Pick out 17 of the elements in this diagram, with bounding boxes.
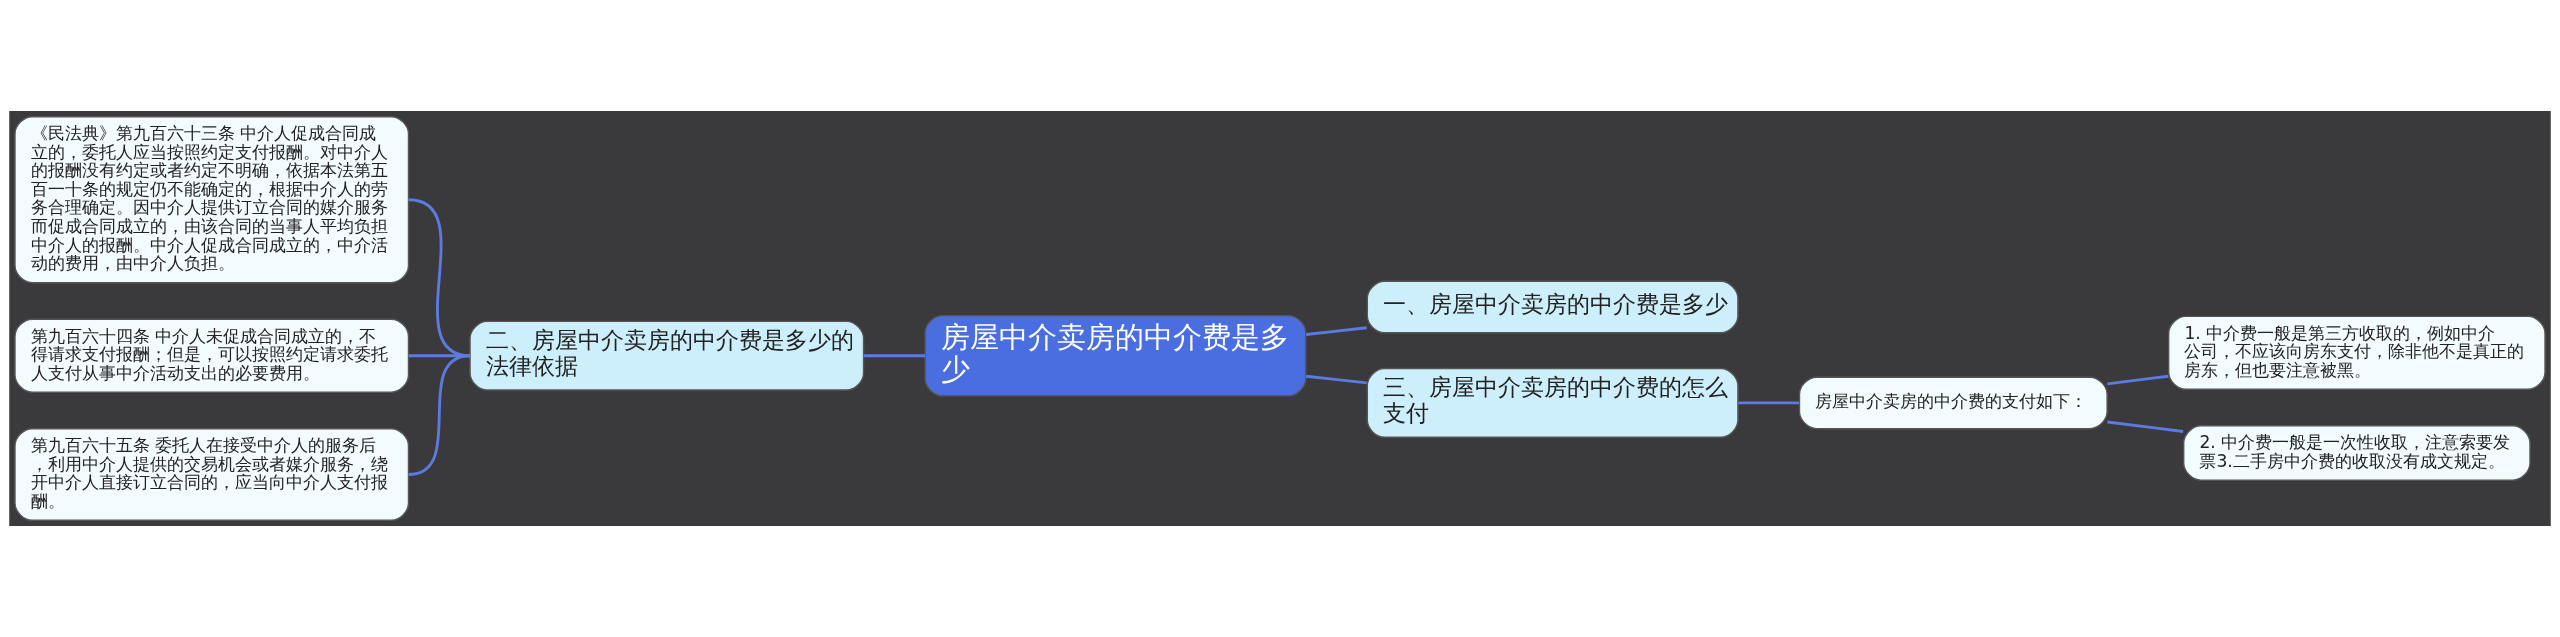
node-box: 房屋中介卖房的中介费是多少 [924,314,1307,397]
node-box: 二、房屋中介卖房的中介费是多少的法律依据 [469,320,865,391]
node-box: 2. 中介费一般是一次性收取，注意索要发票3.二手房中介费的收取没有成文规定。 [2183,425,2531,481]
connector [1305,374,1367,385]
connector [2107,374,2169,386]
connector [408,354,471,476]
connector [1305,326,1367,336]
connector [863,354,926,358]
node-box: 《民法典》第九百六十三条 中介人促成合同成立的，委托人应当按照约定支付报酬。对中介人的报酬没有约定或者约定不明确，依据本法第五百一十条的规定仍不能确定的，根据中介人的劳务合理确定。因中介人提供订立合同的媒介服务而促成合同成立的，由该合同的当事人平均负担中介人的报酬。中介人促成合同成立的，中介活动的费用，由中介人负担。 [14,116,410,284]
node-box: 第九百六十四条 中介人未促成合同成立的，不得请求支付报酬；但是，可以按照约定请求委托人支付从事中介活动支出的必要费用。 [14,318,410,393]
node-box: 第九百六十五条 委托人在接受中介人的服务后，利用中介人提供的交易机会或者媒介服务，绕开中介人直接订立合同的，应当向中介人支付报酬。 [14,427,410,521]
connector [1738,401,1800,405]
node-box: 三、房屋中介卖房的中介费的怎么支付 [1366,367,1739,438]
connector [2107,420,2184,433]
node-box: 一、房屋中介卖房的中介费是多少 [1366,280,1739,334]
node-box: 房屋中介卖房的中介费的支付如下： [1798,376,2108,430]
node-box: 1. 中介费一般是第三方收取的，例如中介公司，不应该向房东支付，除非他不是真正的房东，但也要注意被黑。 [2167,315,2546,391]
